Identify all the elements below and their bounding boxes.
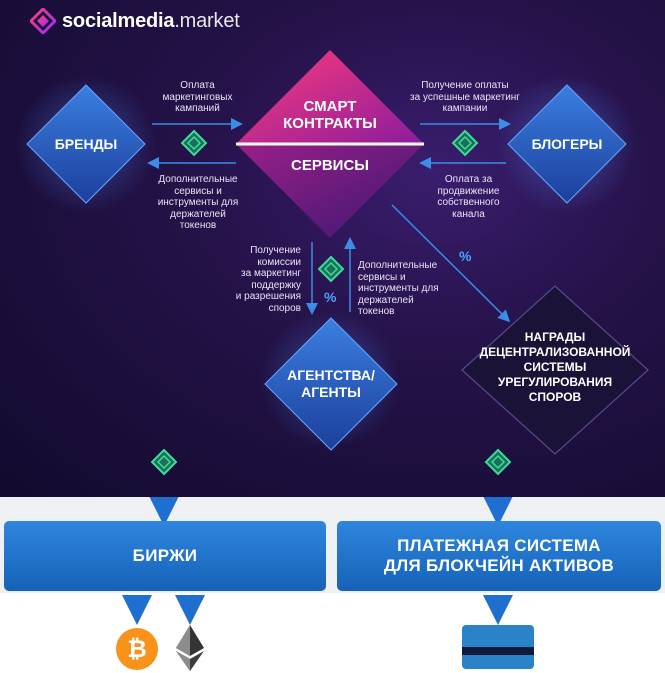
agencies-diamond[interactable] — [264, 317, 398, 451]
rewards-label: НАГРАДЫ ДЕЦЕНТРАЛИЗОВАННОЙ СИСТЕМЫ УРЕГУ… — [479, 330, 631, 404]
agencies-label: АГЕНТСТВА/ АГЕНТЫ — [287, 367, 375, 400]
exchanges-bar[interactable]: БИРЖИ — [4, 521, 326, 591]
bitcoin-icon: ₿ — [116, 628, 158, 670]
smart-contracts-label: СМАРТ КОНТРАКТЫ — [283, 98, 377, 132]
bank-card-icon — [462, 625, 534, 669]
percent-sign: % — [459, 248, 472, 264]
ethereum-icon — [176, 625, 204, 671]
logo-suffix: .market — [174, 9, 240, 32]
center-diamond[interactable] — [236, 50, 424, 238]
diagram-canvas: socialmedia.market — [0, 0, 665, 497]
connectors — [16, 50, 649, 476]
bottom-band — [0, 593, 665, 673]
rewards-diamond[interactable] — [461, 285, 649, 455]
brands-label: БРЕНДЫ — [54, 136, 118, 152]
token-icon — [484, 448, 512, 476]
agency-commission-label: Получение комиссии за маркетинг поддержк… — [235, 245, 301, 314]
token-icon — [150, 448, 178, 476]
token-icon — [451, 129, 479, 157]
svg-text:₿: ₿ — [127, 636, 147, 663]
brands-diamond[interactable] — [26, 84, 146, 204]
bottom-section: ₿ БИРЖИ ПЛАТЕЖНАЯ СИСТЕМА ДЛЯ БЛОКЧЕЙН А… — [0, 497, 665, 673]
logo-icon — [30, 8, 56, 34]
bottom-arrows: ₿ — [116, 497, 534, 671]
logo-name: socialmedia — [62, 9, 175, 32]
payment-system-label: ПЛАТЕЖНАЯ СИСТЕМА ДЛЯ БЛОКЧЕЙН АКТИВОВ — [383, 536, 615, 575]
token-icon — [317, 255, 345, 283]
token-icon — [180, 129, 208, 157]
percent-sign: % — [324, 289, 337, 305]
blogger-payment-label: Оплата за продвижение собственного канал… — [437, 174, 500, 220]
blogger-receive-label: Получение оплаты за успешные маркетинг к… — [410, 80, 520, 114]
brand-extra-services-label: Дополнительные сервисы и инструменты для… — [157, 174, 239, 231]
bloggers-diamond[interactable] — [507, 84, 627, 204]
logo[interactable]: socialmedia.market — [30, 8, 240, 34]
payment-system-bar[interactable]: ПЛАТЕЖНАЯ СИСТЕМА ДЛЯ БЛОКЧЕЙН АКТИВОВ — [337, 521, 661, 591]
services-label: СЕРВИСЫ — [291, 157, 369, 174]
bloggers-label: БЛОГЕРЫ — [531, 136, 603, 152]
agency-extra-services-label: Дополнительные сервисы и инструменты для… — [358, 260, 439, 317]
exchanges-label: БИРЖИ — [132, 546, 198, 565]
brand-payment-label: Оплата маркетинговых кампаний — [162, 80, 233, 114]
